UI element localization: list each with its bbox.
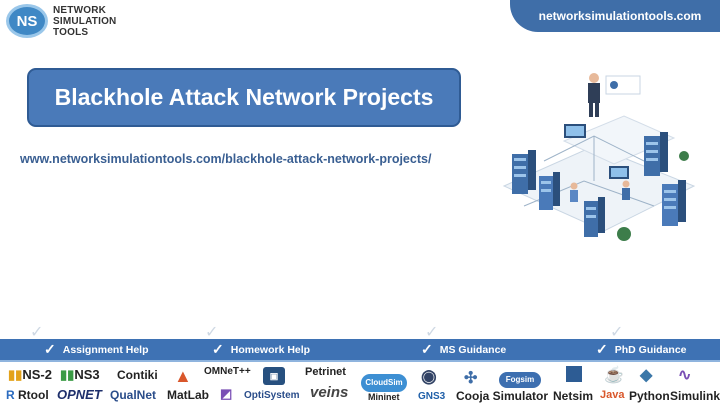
python-logo-icon: ◆	[640, 367, 653, 384]
tool-ns2: ▮▮NS-2	[8, 367, 52, 382]
logo-icon: NS	[6, 4, 48, 38]
network-illustration	[502, 73, 696, 241]
check-icon: ✓	[596, 341, 608, 357]
monitor-icon	[609, 166, 629, 179]
service-assignment-help[interactable]: ✓ Assignment Help	[44, 339, 149, 360]
page-title: Blackhole Attack Network Projects	[54, 84, 434, 110]
faded-check-icon: ✓	[205, 324, 219, 341]
check-icon: ✓	[421, 341, 433, 357]
service-label: Homework Help	[230, 343, 311, 356]
site-url-badge[interactable]: networksimulationtools.com	[510, 0, 720, 32]
brand-logo[interactable]: NS NETWORK SIMULATION TOOLS	[6, 4, 116, 38]
tool-omnet: OMNeT++	[204, 366, 251, 377]
server-rack-icon	[644, 132, 668, 176]
logo-line-1: NETWORK	[53, 4, 107, 16]
service-label: PhD Guidance	[614, 343, 687, 356]
tool-optisystem: OptiSystem	[244, 390, 300, 401]
logo-line-2: SIMULATION	[53, 15, 117, 27]
person-icon	[622, 180, 630, 200]
site-url-link[interactable]: networksimulationtools.com	[538, 9, 702, 23]
page-url-link[interactable]: www.networksimulationtools.com/blackhole…	[20, 152, 432, 166]
java-logo-icon: ☕	[604, 367, 624, 384]
r-logo-icon: R	[6, 388, 15, 402]
tool-ns3: ▮▮NS3	[60, 367, 100, 382]
tool-java: Java	[600, 389, 625, 401]
tool-python: Python	[629, 389, 670, 403]
faded-service-row: ✓ ✓ ✓ ✓	[0, 322, 720, 341]
tool-cloudsim: CloudSim	[361, 374, 407, 392]
simulink-logo-icon: ∿	[678, 367, 692, 384]
matlab-logo-icon: ▲	[174, 366, 192, 386]
optisystem-logo-icon: ▣	[263, 367, 285, 385]
person-icon	[570, 182, 578, 202]
service-bar: ✓ Assignment Help ✓ Homework Help ✓ MS G…	[0, 339, 720, 362]
network-graph-icon: ✣	[464, 370, 478, 387]
businessman-icon	[588, 73, 600, 117]
check-icon: ✓	[44, 341, 56, 357]
page-title-box: Blackhole Attack Network Projects	[27, 68, 461, 127]
check-icon: ✓	[212, 341, 224, 357]
service-label: MS Guidance	[439, 343, 507, 356]
tool-matlab: MatLab	[167, 388, 209, 402]
server-rack-icon	[662, 180, 686, 226]
faded-check-icon: ✓	[425, 324, 439, 341]
logo-line-3: TOOLS	[53, 26, 89, 38]
gns3-logo-icon: ◉	[421, 366, 437, 386]
ns2-logo-icon: ▮▮	[8, 367, 23, 382]
tools-strip: ▮▮NS-2 ▮▮NS3 Contiki ▲ OMNeT++ ▣ Petrine…	[0, 364, 720, 405]
plant-icon	[617, 151, 689, 241]
tool-opnet: OPNET	[57, 387, 102, 402]
tool-petrinet: Petrinet	[305, 366, 346, 378]
tool-mininet: Mininet	[368, 392, 400, 402]
tool-qualnet: QualNet	[110, 388, 157, 402]
tool-contiki: Contiki	[117, 368, 158, 382]
optisystem-small-icon: ◩	[220, 386, 233, 401]
monitor-icon	[564, 124, 586, 138]
server-rack-icon	[512, 150, 536, 194]
tool-netsim: Netsim	[553, 389, 594, 403]
tool-rtool: R Rtool	[6, 388, 49, 402]
ns3-logo-icon: ▮▮	[60, 367, 75, 382]
service-ms-guidance[interactable]: ✓ MS Guidance	[421, 339, 506, 360]
tool-fogsim: Fogsim	[499, 372, 541, 388]
service-phd-guidance[interactable]: ✓ PhD Guidance	[596, 339, 687, 360]
tool-veins: veins	[310, 384, 349, 401]
service-homework-help[interactable]: ✓ Homework Help	[212, 339, 310, 360]
service-label: Assignment Help	[62, 343, 149, 356]
logo-text: NETWORK SIMULATION TOOLS	[53, 5, 116, 38]
tool-cooja: Cooja Simulator	[456, 389, 549, 403]
server-rack-icon	[584, 197, 605, 237]
server-rack-icon	[539, 172, 560, 210]
tool-gns3: GNS3	[418, 391, 446, 402]
faded-check-icon: ✓	[30, 324, 44, 341]
sign-board-icon	[605, 75, 641, 95]
faded-check-icon: ✓	[610, 324, 624, 341]
tool-simulink: Simulink	[670, 389, 720, 403]
netsim-logo-icon	[566, 366, 582, 382]
